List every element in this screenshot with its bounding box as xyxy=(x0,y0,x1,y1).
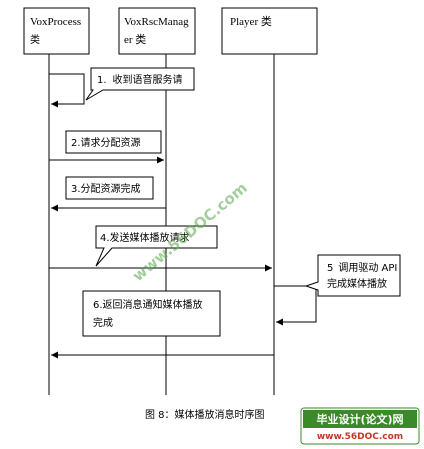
message-6-note: 6.返回消息通知媒体播放 完成 xyxy=(82,290,221,337)
message-1-arrow xyxy=(49,73,85,108)
participant-voxprocess-line1: VoxProcess xyxy=(30,16,81,28)
figure-caption: 图 8：媒体播放消息时序图 xyxy=(145,408,265,421)
message-1-note: 1. 收到语音服务请 xyxy=(85,67,195,101)
participant-voxrscmanager: VoxRscManag er 类 xyxy=(118,7,196,55)
participant-player: Player 类 xyxy=(221,7,318,55)
message-5-num: 5 xyxy=(327,263,333,274)
participant-voxrscmanager-line1: VoxRscManag xyxy=(124,16,189,28)
message-2-num: 2. xyxy=(71,138,81,149)
svg-text:4.发送媒体播放请求: 4.发送媒体播放请求 xyxy=(100,231,190,244)
message-5-line1: 调用驱动 API xyxy=(338,262,397,274)
svg-text:2.请求分配资源: 2.请求分配资源 xyxy=(71,136,141,149)
watermark-badge: 毕业设计(论文)网 www.56DOC.com xyxy=(300,407,420,445)
participant-voxrscmanager-line2: er 类 xyxy=(124,32,146,46)
message-4-num: 4. xyxy=(100,233,110,244)
participant-player-line1: Player 类 xyxy=(230,14,272,28)
message-3-text: 分配资源完成 xyxy=(81,182,141,195)
message-5-note: 5 调用驱动 API 完成媒体播放 xyxy=(304,254,401,297)
message-5-line2: 完成媒体播放 xyxy=(327,277,387,290)
watermark-badge-title: 毕业设计(论文)网 xyxy=(316,412,403,426)
svg-text:6.返回消息通知媒体播放: 6.返回消息通知媒体播放 xyxy=(93,298,203,311)
message-6-num: 6. xyxy=(93,300,103,311)
message-2-text: 请求分配资源 xyxy=(81,136,141,149)
message-6-line2: 完成 xyxy=(93,316,113,329)
svg-text:1.收到语音服务请: 1. 收到语音服务请 xyxy=(97,73,183,86)
message-5-arrow xyxy=(274,285,317,326)
svg-text:3.分配资源完成: 3.分配资源完成 xyxy=(71,182,141,195)
participant-voxprocess: VoxProcess 类 xyxy=(23,7,90,55)
message-4-note: 4.发送媒体播放请求 xyxy=(95,225,218,267)
message-4-text: 发送媒体播放请求 xyxy=(110,231,190,244)
participant-voxprocess-line2: 类 xyxy=(30,33,40,46)
watermark-badge-url: www.56DOC.com xyxy=(317,432,403,442)
message-3-note: 3.分配资源完成 xyxy=(65,176,154,200)
message-3-num: 3. xyxy=(71,184,81,195)
message-1-text: 收到语音服务请 xyxy=(113,73,183,86)
message-1-num: 1. xyxy=(97,75,107,86)
message-6-line1: 返回消息通知媒体播放 xyxy=(103,298,203,311)
message-2-note: 2.请求分配资源 xyxy=(65,130,162,154)
